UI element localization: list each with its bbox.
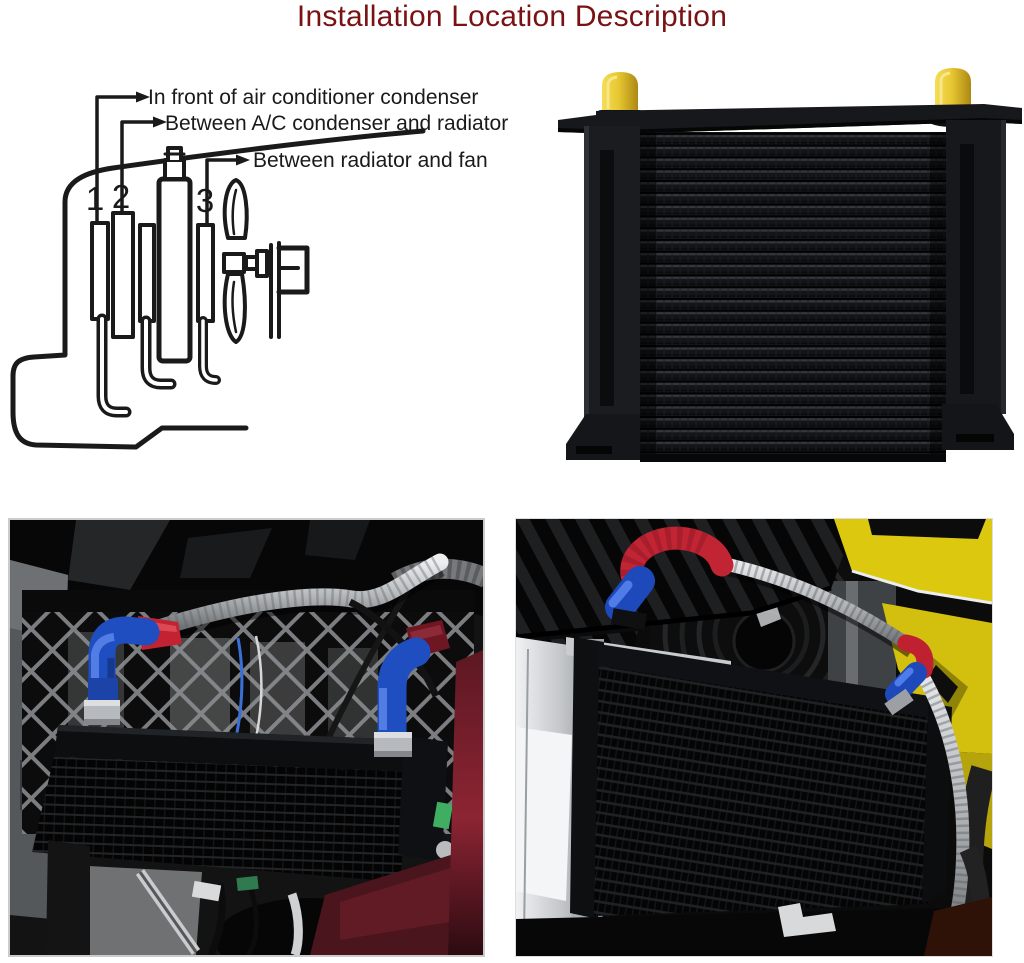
callout-3-number: 3 xyxy=(196,182,214,219)
lower-foreground xyxy=(516,845,992,956)
page-title: Installation Location Description xyxy=(296,0,728,33)
leader-line-2 xyxy=(120,120,155,215)
arrow-icon xyxy=(136,91,150,103)
arrow-icon xyxy=(153,116,167,128)
right-end-tank xyxy=(946,120,1006,414)
windshield-band xyxy=(868,519,986,539)
position-2-bar xyxy=(111,211,135,339)
arrow-icon xyxy=(236,154,250,166)
position-3-bar xyxy=(196,223,215,323)
an-fitting-blue-left xyxy=(84,616,182,725)
braided-hose xyxy=(153,553,449,642)
an-fitting-red-blue-left xyxy=(605,526,734,630)
condenser-bar xyxy=(138,223,156,323)
install-photo-yellow-car xyxy=(515,518,993,957)
cooler-core-fins xyxy=(640,132,946,462)
fan-drawing xyxy=(222,178,310,344)
red-body-panel xyxy=(448,650,483,955)
bottom-mounting-feet xyxy=(566,404,1014,460)
white-bracket xyxy=(778,903,836,937)
installation-location-diagram: 1 2 3 In front of air conditioner conden… xyxy=(10,86,508,450)
an-fitting-red-blue-right xyxy=(884,634,934,716)
leader-line-1 xyxy=(95,95,138,225)
car-outline-drawing xyxy=(10,128,426,450)
install-photo-mesh-grille xyxy=(8,518,485,957)
lower-foreground xyxy=(46,650,483,955)
pipes-drawing xyxy=(96,313,221,418)
radiator-drawing xyxy=(156,146,193,364)
callout-3-label: Between radiator and fan xyxy=(253,149,488,172)
installed-oil-cooler xyxy=(570,637,952,919)
left-end-tank xyxy=(584,126,640,426)
an-fitting-blue-right xyxy=(374,620,450,757)
install-photo-mesh-grille-art xyxy=(10,520,483,955)
callout-1-number: 1 xyxy=(86,180,104,217)
leader-line-3 xyxy=(205,158,238,227)
callout-1-label: In front of air conditioner condenser xyxy=(148,86,478,109)
position-1-bar xyxy=(90,221,110,321)
oil-cooler-product-photo xyxy=(558,68,1022,462)
install-photo-yellow-car-art xyxy=(516,519,992,956)
braided-hose xyxy=(719,556,970,955)
top-mounting-bracket xyxy=(558,104,1022,134)
callout-2-label: Between A/C condenser and radiator xyxy=(165,112,508,135)
installed-oil-cooler xyxy=(32,725,448,882)
oil-cooler-unit xyxy=(558,68,1022,462)
callout-2-number: 2 xyxy=(112,178,130,215)
